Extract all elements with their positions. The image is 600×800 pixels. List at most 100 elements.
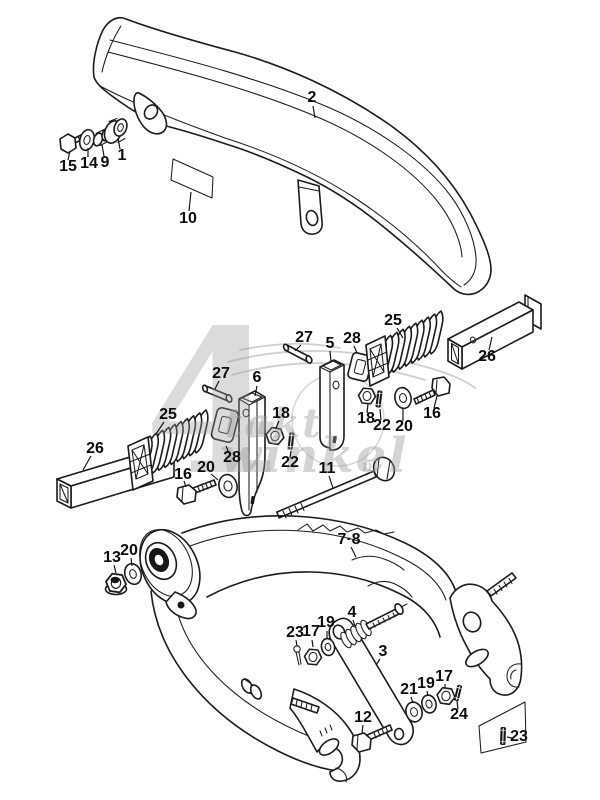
swingarm-leg-outer (150, 590, 339, 772)
part-label-cotter-pin-23-left: 23 (286, 624, 304, 641)
leader-line-washer-20-left (210, 473, 219, 481)
caution-label-plate (170, 158, 214, 199)
pivot-hardware (103, 562, 143, 596)
part-label-footpeg-bar-26-right: 26 (478, 348, 496, 365)
part-label-label-plate-10: 10 (179, 210, 197, 227)
leader-line-washer-20-pivot (130, 557, 133, 567)
leader-line-bolt-15 (67, 150, 71, 161)
bolt-12 (351, 724, 393, 753)
part-label-plate-28-right: 28 (343, 330, 361, 347)
bolt-16-left (176, 479, 217, 505)
guard-middle-tab-hole (305, 209, 319, 227)
leader-line-pin-27-right (294, 344, 302, 352)
footpeg-assembly-right (282, 294, 542, 451)
part-label-plate-28-left: 28 (223, 449, 241, 466)
leader-line-spring-pin-24 (456, 700, 459, 710)
axle-plate-stud (486, 572, 517, 597)
guard-nose-line (101, 25, 122, 73)
tensioner-group (293, 603, 463, 753)
nut-17-right (435, 686, 457, 706)
footpeg-rubber-25-right (365, 309, 446, 387)
adjuster-4 (340, 603, 408, 649)
leader-line-tensioner-arm-3 (375, 658, 381, 666)
swingarm-bottom-bracket (289, 688, 361, 783)
part-label-bolt-16-right: 16 (423, 405, 441, 422)
watermark: 4 takt winkel nl (144, 286, 406, 519)
bolt-15-head (59, 133, 77, 154)
long-bolt-11 (276, 456, 396, 519)
tensioner-arm-3 (328, 617, 414, 746)
part-label-nut-18-right: 18 (357, 410, 375, 427)
part-label-spring-pin-24: 24 (450, 706, 468, 723)
part-label-footpeg-bar-26-left: 26 (86, 440, 104, 457)
footpeg-rubber-25-left (127, 408, 211, 491)
plate-28-right (347, 352, 373, 382)
swingarm (139, 515, 523, 783)
leader-line-cotter-pin-23-left (295, 639, 298, 647)
part-label-washer-19-right: 19 (417, 675, 435, 692)
watermark-word-top: takt (224, 400, 323, 447)
spring-pin-24 (453, 684, 463, 702)
cotter-pin-23-box (499, 726, 507, 746)
leader-line-spacer-9 (101, 144, 105, 157)
leader-line-spring-pin-22-left (289, 450, 292, 459)
leader-line-washer-19-right (426, 690, 429, 697)
swingarm-gusset-texture (297, 523, 395, 535)
guard-crease-upper (109, 39, 477, 286)
axle-fork-notch (506, 663, 522, 688)
part-label-tensioner-arm-3: 3 (379, 643, 388, 660)
footpeg-bar-26-right (447, 294, 542, 370)
leader-line-footpeg-rubber-25-right (396, 327, 404, 339)
bracket-6 (238, 390, 266, 517)
part-label-adjuster-4: 4 (348, 604, 357, 621)
guard-crease-lower (107, 51, 463, 258)
part-label-footpeg-rubber-25-left: 25 (159, 406, 177, 423)
bracket-5-hole (332, 380, 340, 390)
part-label-washer-20-pivot: 20 (120, 542, 138, 559)
leader-line-plate-28-left (225, 445, 230, 454)
leader-line-bracket-6 (254, 385, 258, 397)
leader-line-adjuster-4 (352, 619, 356, 627)
part-label-swingarm-7-8: 7·8 (337, 531, 360, 548)
leader-line-nut-13 (113, 564, 117, 574)
guard-mount-hardware (59, 117, 128, 154)
spacer-9-rear (92, 132, 104, 147)
leader-line-plate-28-right (353, 345, 358, 354)
leader-line-washer-21 (410, 696, 414, 704)
part-label-nut-17-left: 17 (302, 623, 320, 640)
inset-box-23 (478, 701, 527, 754)
part-label-chain-guard-2: 2 (308, 89, 317, 106)
footpeg-assembly-left (56, 384, 295, 517)
part-label-nut-18-left: 18 (272, 405, 290, 422)
leader-line-swingarm-7-8 (350, 546, 357, 558)
part-label-washer-19-left: 19 (317, 614, 335, 631)
chain-guard (92, 16, 492, 296)
axle-plate-slot (465, 648, 489, 668)
swingarm-pivot (139, 528, 201, 620)
guard-rim-line (99, 85, 462, 288)
bolt-16-right (413, 376, 451, 405)
part-label-spring-pin-22-right: 22 (373, 417, 391, 434)
part-label-footpeg-rubber-25-right: 25 (384, 312, 402, 329)
part-label-washer-14: 14 (80, 155, 98, 172)
leader-line-nut-18-left (275, 420, 280, 429)
leader-line-long-bolt-11 (328, 475, 334, 489)
part-label-washer-20-right: 20 (395, 418, 413, 435)
leader-line-chain-guard-2 (312, 105, 316, 119)
guard-front-tab (133, 92, 168, 135)
watermark-numeral: 4 (144, 286, 282, 519)
leader-line-collar-1 (117, 137, 121, 150)
nut-17-left (303, 648, 323, 666)
leader-line-cotter-pin-23-box (506, 736, 513, 739)
part-label-nut-17-right: 17 (435, 668, 453, 685)
bottom-bracket-slot (318, 738, 340, 756)
part-label-bolt-12: 12 (354, 709, 372, 726)
leader-line-pin-27-left (214, 380, 220, 390)
leader-line-footpeg-bar-26-right (488, 336, 493, 351)
axle-plate-hole (462, 611, 482, 633)
cotter-pin-23-left (293, 645, 302, 666)
part-label-nut-13: 13 (103, 549, 121, 566)
